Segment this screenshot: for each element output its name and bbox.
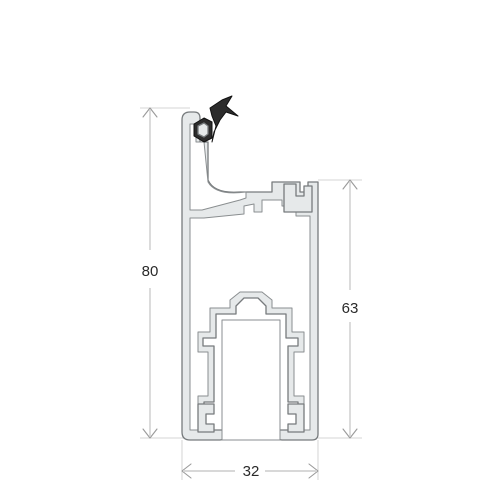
lower-left-hook bbox=[197, 403, 215, 433]
center-slot bbox=[221, 319, 281, 441]
width-label: 32 bbox=[243, 463, 260, 480]
arrow-down-icon bbox=[342, 428, 358, 439]
total-height-label: 80 bbox=[142, 263, 159, 280]
arrow-right-icon bbox=[308, 463, 319, 479]
arrow-up-icon bbox=[342, 179, 358, 190]
upper-right-hook bbox=[283, 183, 313, 213]
inner-height-label: 63 bbox=[342, 300, 359, 317]
inner-height-dimension: 63 bbox=[318, 179, 362, 439]
upper-chamber bbox=[189, 123, 247, 211]
main-chamber bbox=[189, 199, 311, 431]
arrow-up-icon bbox=[142, 107, 158, 118]
width-dimension: 32 bbox=[181, 440, 319, 480]
total-height-dimension: 80 bbox=[140, 107, 190, 439]
gasket-seal bbox=[193, 95, 239, 143]
gasket-lip bbox=[209, 95, 239, 143]
lower-right-hook bbox=[287, 403, 305, 433]
arrow-down-icon bbox=[142, 428, 158, 439]
arrow-left-icon bbox=[181, 463, 192, 479]
aluminium-profile bbox=[181, 111, 319, 441]
